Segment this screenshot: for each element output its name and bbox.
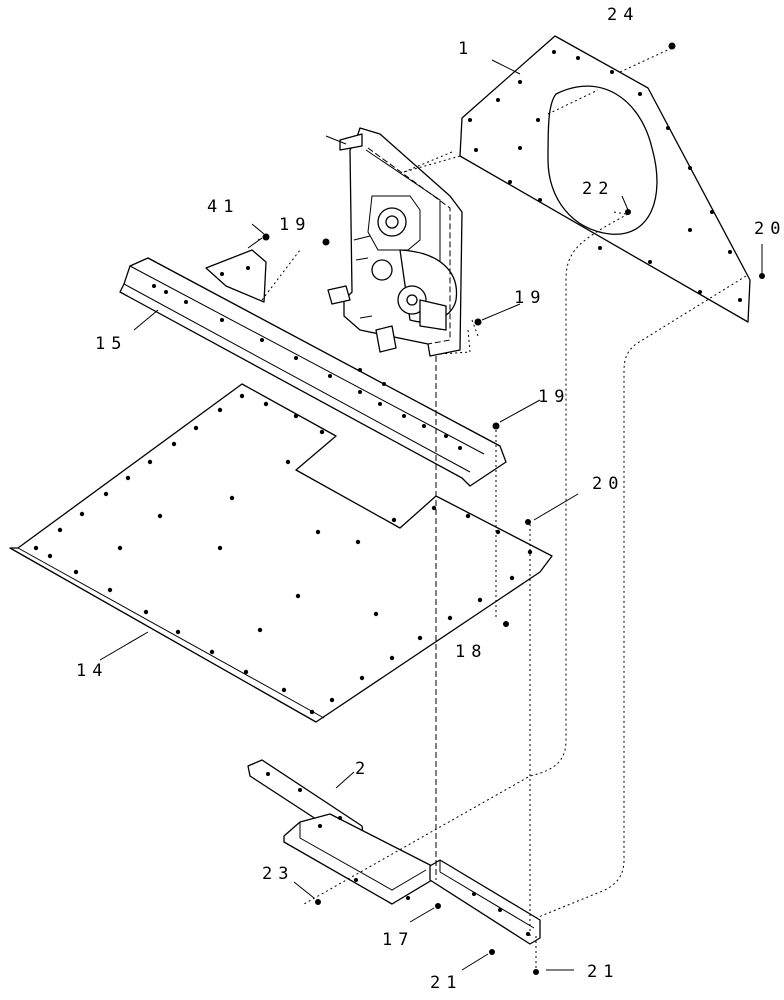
callout-23: 23 (262, 864, 294, 884)
callout-15: 15 (95, 334, 127, 354)
callout-22: 22 (582, 179, 614, 199)
callout-20: 20 (754, 219, 784, 239)
part-1-mounting-plate (459, 35, 751, 323)
callout-19: 19 (514, 288, 546, 308)
callout-41: 41 (207, 197, 239, 217)
callout-labels: 1 24 22 20 41 19 19 15 19 20 14 18 2 23 … (76, 5, 784, 993)
callout-19: 19 (279, 215, 311, 235)
callout-14: 14 (76, 661, 108, 681)
callout-24: 24 (607, 5, 639, 25)
gearbox-assembly (325, 127, 471, 357)
part-15-angle-rail (119, 257, 507, 487)
callout-21: 21 (430, 973, 462, 993)
callout-2: 2 (355, 759, 371, 779)
small-bracket (205, 235, 301, 303)
part-2-frame-bracket (247, 759, 541, 945)
callout-17: 17 (382, 930, 414, 950)
callout-20: 20 (592, 474, 624, 494)
leader-lines (99, 59, 763, 971)
assembly-lines (303, 47, 747, 970)
fasteners (262, 42, 765, 975)
callout-19: 19 (538, 387, 570, 407)
callout-21: 21 (587, 962, 619, 982)
callout-18: 18 (455, 642, 487, 662)
callout-1: 1 (458, 39, 474, 59)
